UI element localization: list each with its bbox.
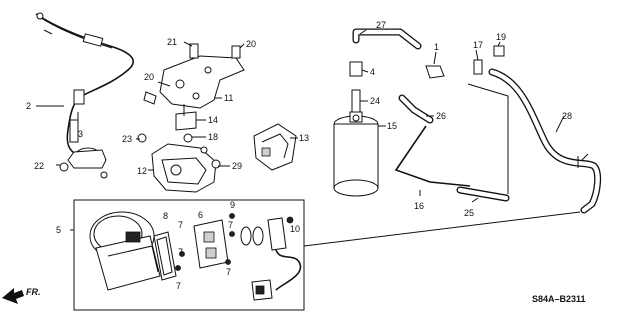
- callout-12: 12: [137, 166, 147, 176]
- front-direction-arrow: [2, 288, 24, 304]
- callout-23: 23: [122, 134, 132, 144]
- callout-10: 10: [290, 224, 300, 234]
- hose-clips: [425, 45, 505, 79]
- callout-4: 4: [370, 67, 375, 77]
- actuator-housing: [89, 211, 161, 291]
- callout-24: 24: [370, 96, 380, 106]
- callout-7c: 7: [176, 281, 181, 291]
- callout-7a: 7: [178, 220, 183, 230]
- callout-11: 11: [224, 93, 233, 103]
- harness-assembly: [240, 217, 302, 301]
- evap-hoses: [349, 28, 510, 202]
- callout-18: 18: [208, 132, 218, 142]
- callout-8: 8: [163, 211, 168, 221]
- mounting-bracket: [143, 43, 245, 109]
- callout-17: 17: [473, 40, 483, 50]
- small-fittings: [137, 104, 197, 143]
- callout-labels: 1 2 3 4 5 6 7 7 7 7 7 8 9 10 11 12 13 14…: [26, 20, 572, 291]
- solenoid-valve: [193, 219, 229, 269]
- throttle-actuator: [59, 147, 108, 179]
- callout-3: 3: [78, 129, 83, 139]
- callout-26: 26: [436, 111, 446, 121]
- actuator-cover: [253, 123, 297, 171]
- direction-label: FR.: [26, 287, 41, 297]
- callout-20a: 20: [246, 39, 256, 49]
- callout-29: 29: [232, 161, 242, 171]
- callout-27: 27: [376, 20, 386, 30]
- callout-16: 16: [414, 201, 424, 211]
- callout-25: 25: [464, 208, 474, 218]
- callout-19: 19: [496, 32, 506, 42]
- callout-7e: 7: [226, 267, 231, 277]
- callout-6: 6: [198, 210, 203, 220]
- callout-15: 15: [387, 121, 397, 131]
- diagram-code: S84A–B2311: [532, 294, 586, 304]
- callout-21: 21: [167, 37, 177, 47]
- long-hose: [488, 68, 602, 214]
- callout-2: 2: [26, 101, 31, 111]
- assembly-leader: [303, 211, 581, 247]
- actuator-bracket: [151, 143, 221, 193]
- callout-1: 1: [434, 42, 439, 52]
- charcoal-canister: [333, 111, 379, 197]
- callout-14: 14: [208, 115, 218, 125]
- callout-7d: 7: [228, 220, 233, 230]
- callout-7b: 7: [178, 247, 183, 257]
- callout-22: 22: [34, 161, 44, 171]
- screws: [175, 213, 294, 271]
- callout-13: 13: [299, 133, 309, 143]
- leader-lines: [36, 29, 565, 203]
- callout-9: 9: [230, 200, 235, 210]
- actuator-assembly-box: [70, 199, 305, 311]
- callout-20b: 20: [144, 72, 154, 82]
- callout-5: 5: [56, 225, 61, 235]
- throttle-cable: [35, 12, 134, 155]
- callout-28: 28: [562, 111, 572, 121]
- gasket: [153, 231, 177, 281]
